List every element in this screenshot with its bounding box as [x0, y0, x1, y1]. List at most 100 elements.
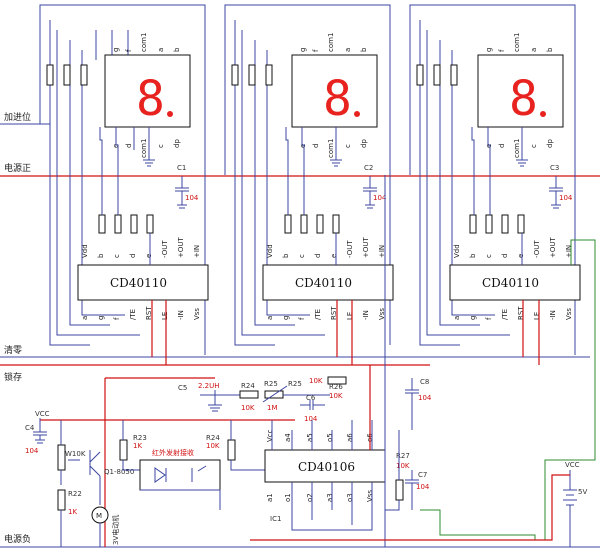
svg-text:Vss: Vss — [378, 308, 386, 320]
svg-text:e: e — [485, 144, 493, 148]
svg-text:C1: C1 — [177, 164, 186, 172]
schmitt-chip — [264, 449, 386, 483]
svg-text:f: f — [125, 49, 133, 52]
svg-text:-IN: -IN — [177, 310, 185, 320]
svg-text:e: e — [330, 254, 338, 258]
svg-text:/TE: /TE — [501, 309, 509, 320]
svg-text:d: d — [501, 254, 509, 258]
svg-text:e: e — [112, 144, 120, 148]
display-3-digit: 8 — [509, 71, 538, 127]
svg-text:-IN: -IN — [362, 310, 370, 320]
svg-text:b: b — [546, 47, 554, 52]
svg-text:b: b — [360, 47, 368, 52]
svg-text:dp: dp — [173, 139, 181, 148]
svg-text:d: d — [125, 144, 133, 148]
svg-text:104: 104 — [304, 415, 318, 423]
svg-text:com1: com1 — [327, 33, 335, 52]
label-latch: 锁存 — [4, 371, 22, 383]
display-2-digit: 8 — [323, 71, 352, 127]
svg-text:f: f — [312, 49, 320, 52]
label-vcc-pos: 电源正 — [4, 162, 31, 174]
svg-text:o3: o3 — [346, 493, 354, 502]
digit-stage-2: 8 g f com1 a b e d com1 c dp C2 104 CD40… — [224, 4, 394, 365]
svg-text:dp: dp — [360, 139, 368, 148]
svg-text:M: M — [96, 512, 102, 520]
svg-text:10K: 10K — [206, 442, 220, 450]
svg-text:e: e — [145, 254, 153, 258]
svg-text:2.2UH: 2.2UH — [198, 382, 220, 390]
svg-text:d: d — [129, 254, 137, 258]
display-1-dp — [167, 111, 173, 117]
svg-text:104: 104 — [559, 194, 573, 202]
svg-text:g: g — [282, 316, 290, 320]
display-2 — [291, 54, 378, 128]
display-3 — [477, 54, 564, 128]
ir-module — [139, 459, 221, 491]
svg-text:a3: a3 — [326, 493, 334, 502]
svg-text:b: b — [173, 47, 181, 52]
svg-text:a1: a1 — [266, 493, 274, 502]
svg-text:f: f — [298, 317, 306, 320]
svg-text:Vcc: Vcc — [266, 429, 274, 442]
svg-text:+IN: +IN — [193, 245, 201, 258]
svg-text:10K: 10K — [309, 377, 323, 385]
label-clear: 清零 — [4, 344, 22, 356]
display-1 — [104, 54, 191, 128]
svg-text:10K: 10K — [396, 462, 410, 470]
svg-text:LE: LE — [161, 312, 169, 320]
svg-text:10K: 10K — [329, 392, 343, 400]
svg-text:-OUT: -OUT — [533, 240, 541, 258]
svg-text:com1: com1 — [513, 33, 521, 52]
svg-text:g: g — [485, 48, 493, 52]
svg-text:10K: 10K — [241, 404, 255, 412]
svg-text:g: g — [112, 48, 120, 52]
schmitt-chip-label: CD40106 — [298, 460, 355, 474]
svg-text:R25: R25 — [264, 380, 278, 388]
svg-text:o5: o5 — [326, 433, 334, 442]
svg-text:R24: R24 — [206, 434, 220, 442]
counter-chip-2-label: CD40110 — [295, 276, 352, 290]
svg-text:g: g — [469, 316, 477, 320]
label-vcc-neg: 电源负 — [4, 533, 31, 545]
svg-text:dp: dp — [546, 139, 554, 148]
svg-text:1K: 1K — [133, 442, 142, 450]
svg-text:a: a — [266, 316, 274, 320]
svg-text:IC1: IC1 — [270, 515, 281, 523]
svg-text:a6: a6 — [346, 433, 354, 442]
display-3-dp — [540, 111, 546, 117]
svg-text:R27: R27 — [396, 452, 410, 460]
svg-text:104: 104 — [416, 483, 430, 491]
svg-text:d: d — [312, 144, 320, 148]
svg-text:d: d — [498, 144, 506, 148]
svg-text:com1: com1 — [140, 33, 148, 52]
svg-text:RST: RST — [517, 306, 525, 320]
svg-text:C4: C4 — [25, 424, 35, 432]
svg-text:104: 104 — [185, 194, 199, 202]
svg-text:b: b — [469, 253, 477, 258]
svg-text:Vss: Vss — [565, 308, 573, 320]
svg-text:f: f — [485, 317, 493, 320]
svg-text:c: c — [344, 144, 352, 148]
svg-text:a: a — [530, 48, 538, 52]
svg-text:+OUT: +OUT — [362, 237, 370, 258]
svg-text:+IN: +IN — [378, 245, 386, 258]
svg-text:3V电动机: 3V电动机 — [111, 515, 120, 545]
svg-text:c: c — [485, 254, 493, 258]
counter-chip-2 — [262, 264, 394, 301]
svg-text:-IN: -IN — [549, 310, 557, 320]
svg-text:b: b — [282, 253, 290, 258]
svg-text:Vdd: Vdd — [453, 244, 461, 258]
svg-text:g: g — [299, 48, 307, 52]
svg-text:/TE: /TE — [314, 309, 322, 320]
counter-chip-1 — [77, 264, 209, 301]
svg-text:a: a — [81, 316, 89, 320]
svg-text:W10K: W10K — [65, 450, 86, 458]
svg-text:Vss: Vss — [366, 490, 374, 502]
svg-text:104: 104 — [25, 447, 39, 455]
svg-text:RST: RST — [145, 306, 153, 320]
svg-text:com1: com1 — [140, 139, 148, 158]
svg-text:C7: C7 — [418, 471, 427, 479]
svg-text:VCC: VCC — [565, 461, 580, 469]
svg-text:R23: R23 — [133, 434, 147, 442]
